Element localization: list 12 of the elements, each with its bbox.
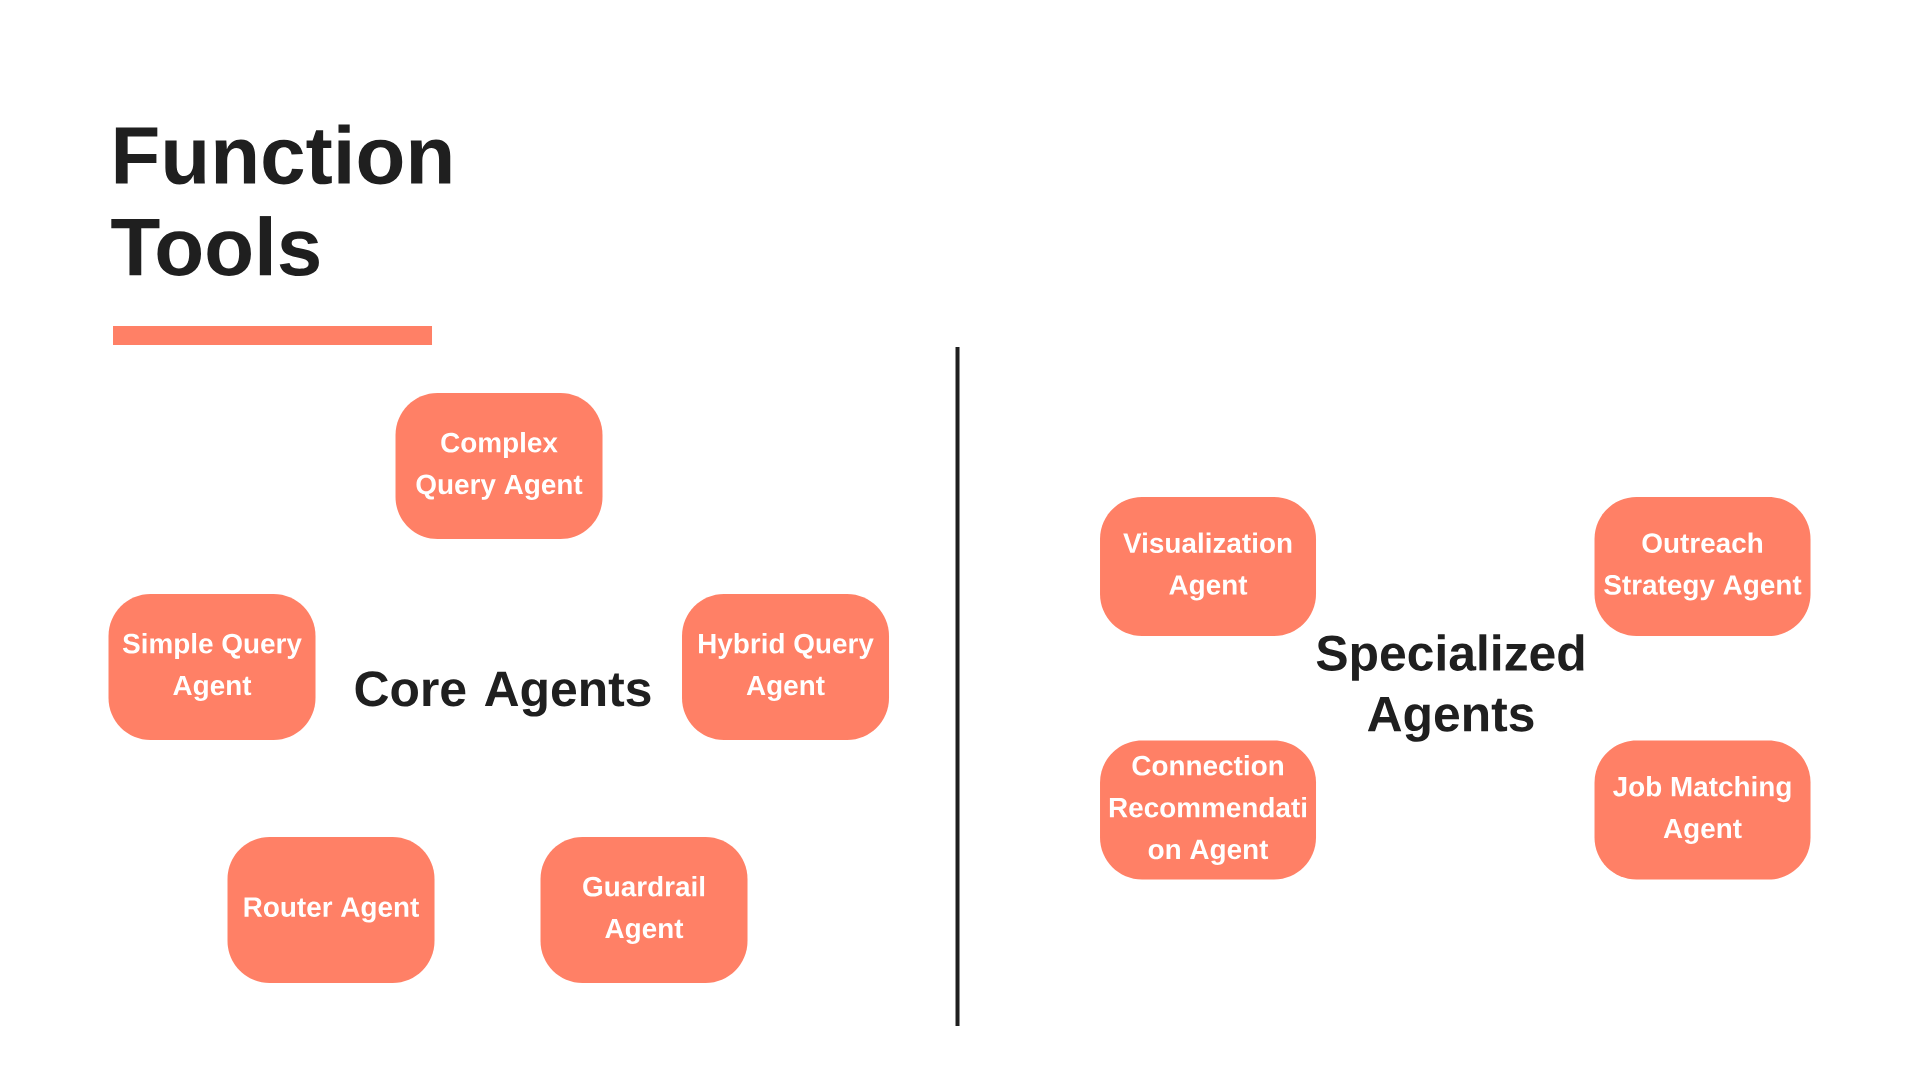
agent-box: Guardrail Agent <box>540 837 748 983</box>
agent-box: Visualization Agent <box>1100 497 1316 636</box>
agent-box: Simple Query Agent <box>108 594 316 740</box>
title: Function Tools <box>111 124 451 277</box>
agent-box: Outreach Strategy Agent <box>1594 497 1811 636</box>
agent-box: Router Agent <box>227 837 435 983</box>
agent-box: Hybrid Query Agent <box>682 594 889 740</box>
agent-box: Complex Query Agent <box>395 393 603 539</box>
section-heading: Specialized Agents <box>1316 634 1584 742</box>
agent-box: Connection Recommendati on Agent <box>1100 740 1316 880</box>
section-heading: Core Agents <box>355 671 651 717</box>
agent-box: Job Matching Agent <box>1594 740 1811 880</box>
